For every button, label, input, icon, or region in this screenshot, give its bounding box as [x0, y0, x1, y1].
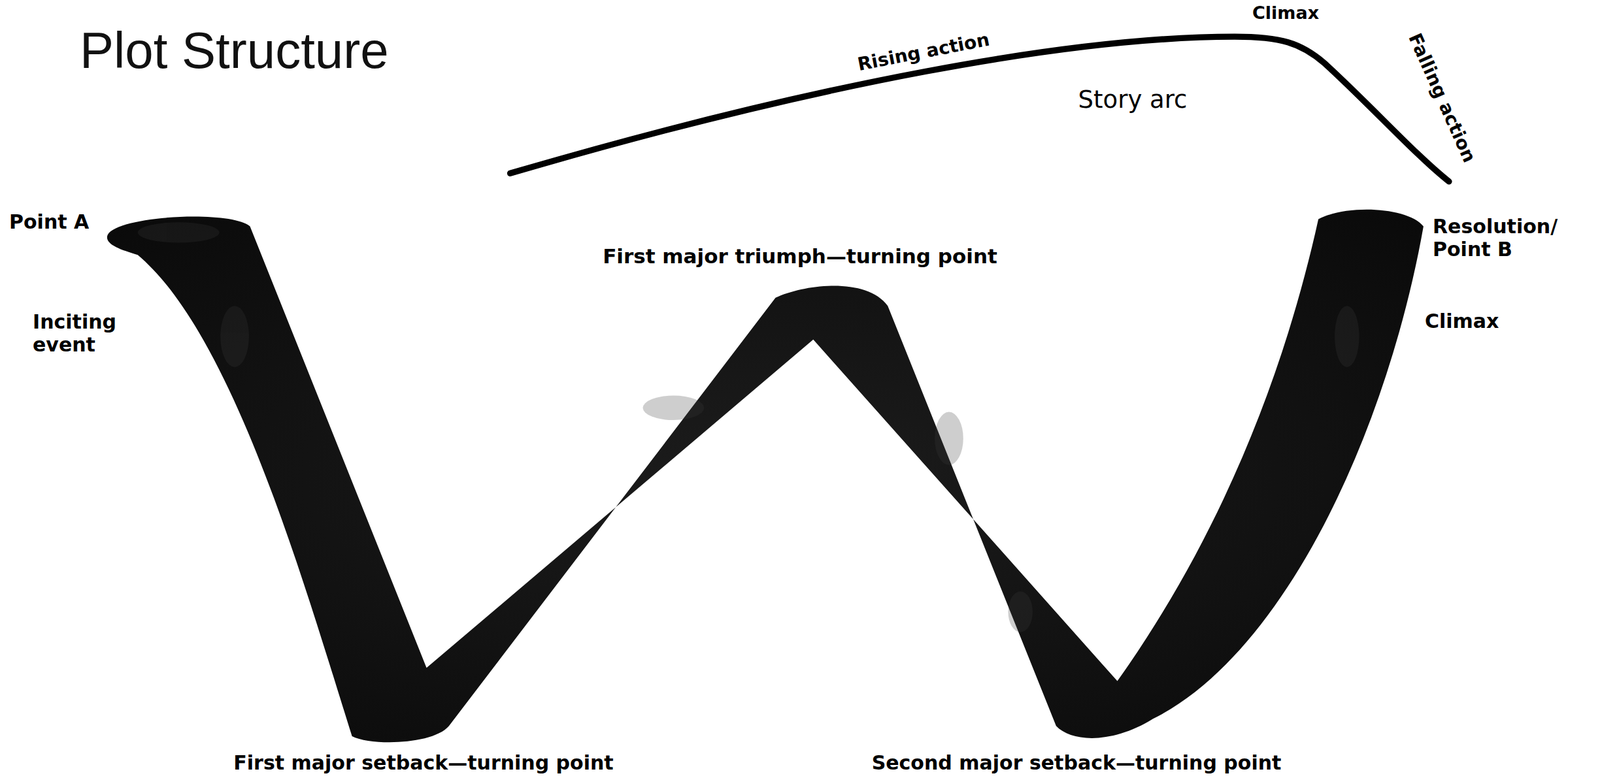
story-arc-line — [510, 36, 1450, 182]
turning-point-label: First major setback—turning point — [233, 752, 614, 776]
point-label: Resolution/ Point B — [1432, 215, 1584, 261]
arc-label: Climax — [1252, 2, 1319, 23]
arc-label: Rising action — [855, 29, 991, 76]
turning-point-label: First major triumph—turning point — [602, 245, 998, 269]
arc-title: Story arc — [1078, 86, 1188, 115]
brush-texture — [137, 222, 1360, 633]
point-label: Point A — [9, 211, 89, 234]
w-plot-stroke — [107, 209, 1424, 744]
turning-point-label: Second major setback—turning point — [871, 752, 1282, 776]
stage-label: Inciting event — [32, 311, 144, 357]
arc-label: Falling action — [1403, 30, 1480, 166]
diagram-title: Plot Structure — [79, 24, 389, 76]
stage-label: Climax — [1424, 310, 1499, 334]
